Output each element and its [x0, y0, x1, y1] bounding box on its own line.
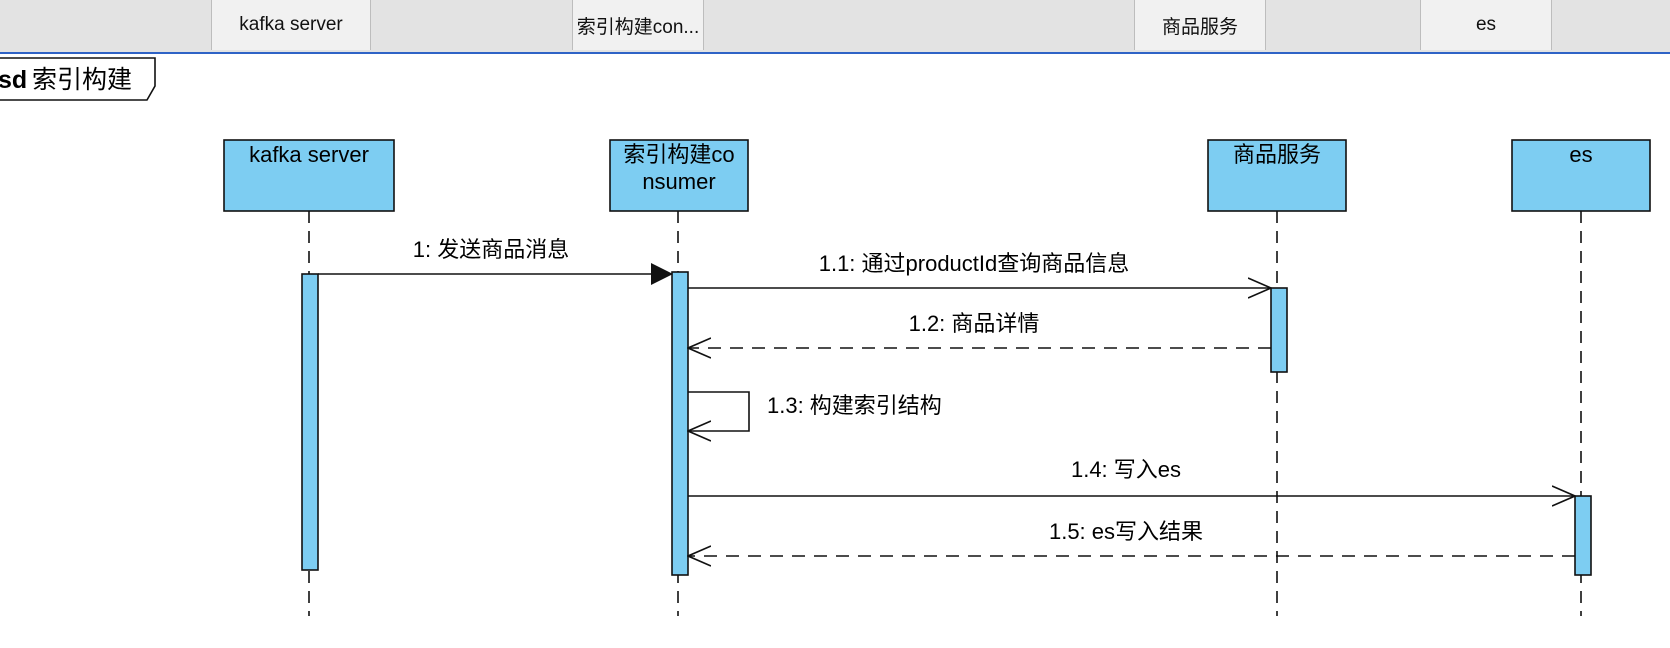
message-1-3-label: 1.3: 构建索引结构 — [767, 393, 942, 418]
message-1-2[interactable]: 1.2: 商品详情 — [688, 311, 1271, 348]
lifeline-kafka-server[interactable]: kafka server — [223, 139, 395, 212]
lifeline-es-label: es — [1569, 142, 1592, 167]
message-1-3[interactable]: 1.3: 构建索引结构 — [688, 391, 942, 431]
message-1[interactable]: 1: 发送商品消息 — [318, 237, 673, 285]
lifeline-es[interactable]: es — [1511, 139, 1651, 212]
lifeline-index-consumer[interactable]: 索引构建co nsumer — [609, 139, 749, 212]
activation-es — [1574, 495, 1592, 576]
message-1-5-label: 1.5: es写入结果 — [1049, 519, 1203, 544]
activation-kafka-server — [301, 273, 319, 571]
lifeline-index-consumer-label-line2: nsumer — [642, 169, 715, 194]
lifeline-index-consumer-label-line1: 索引构建co — [623, 142, 734, 167]
message-1-4-label: 1.4: 写入es — [1071, 457, 1181, 482]
message-1-1-label: 1.1: 通过productId查询商品信息 — [819, 251, 1130, 276]
message-1-label: 1: 发送商品消息 — [413, 237, 569, 262]
message-1-2-label: 1.2: 商品详情 — [909, 311, 1040, 336]
activation-product-service — [1270, 287, 1288, 373]
message-1-4[interactable]: 1.4: 写入es — [688, 457, 1575, 496]
message-1-5[interactable]: 1.5: es写入结果 — [688, 519, 1575, 556]
frame-tab: sd 索引构建 — [0, 57, 156, 101]
header-cell-product-service[interactable]: 商品服务 — [1134, 0, 1266, 50]
lifeline-product-service-label: 商品服务 — [1233, 142, 1321, 167]
frame-title: 索引构建 — [32, 66, 132, 94]
frame-keyword: sd — [0, 66, 27, 94]
activation-index-consumer — [671, 271, 689, 576]
header-cell-index-consumer[interactable]: 索引构建con... — [572, 0, 704, 50]
header-bar: kafka server 索引构建con... 商品服务 es — [0, 0, 1670, 54]
message-1-1[interactable]: 1.1: 通过productId查询商品信息 — [688, 251, 1271, 288]
lifeline-product-service[interactable]: 商品服务 — [1207, 139, 1347, 212]
header-cell-kafka-server[interactable]: kafka server — [211, 0, 371, 50]
header-cell-es[interactable]: es — [1420, 0, 1552, 50]
lifeline-kafka-server-label: kafka server — [249, 142, 369, 167]
